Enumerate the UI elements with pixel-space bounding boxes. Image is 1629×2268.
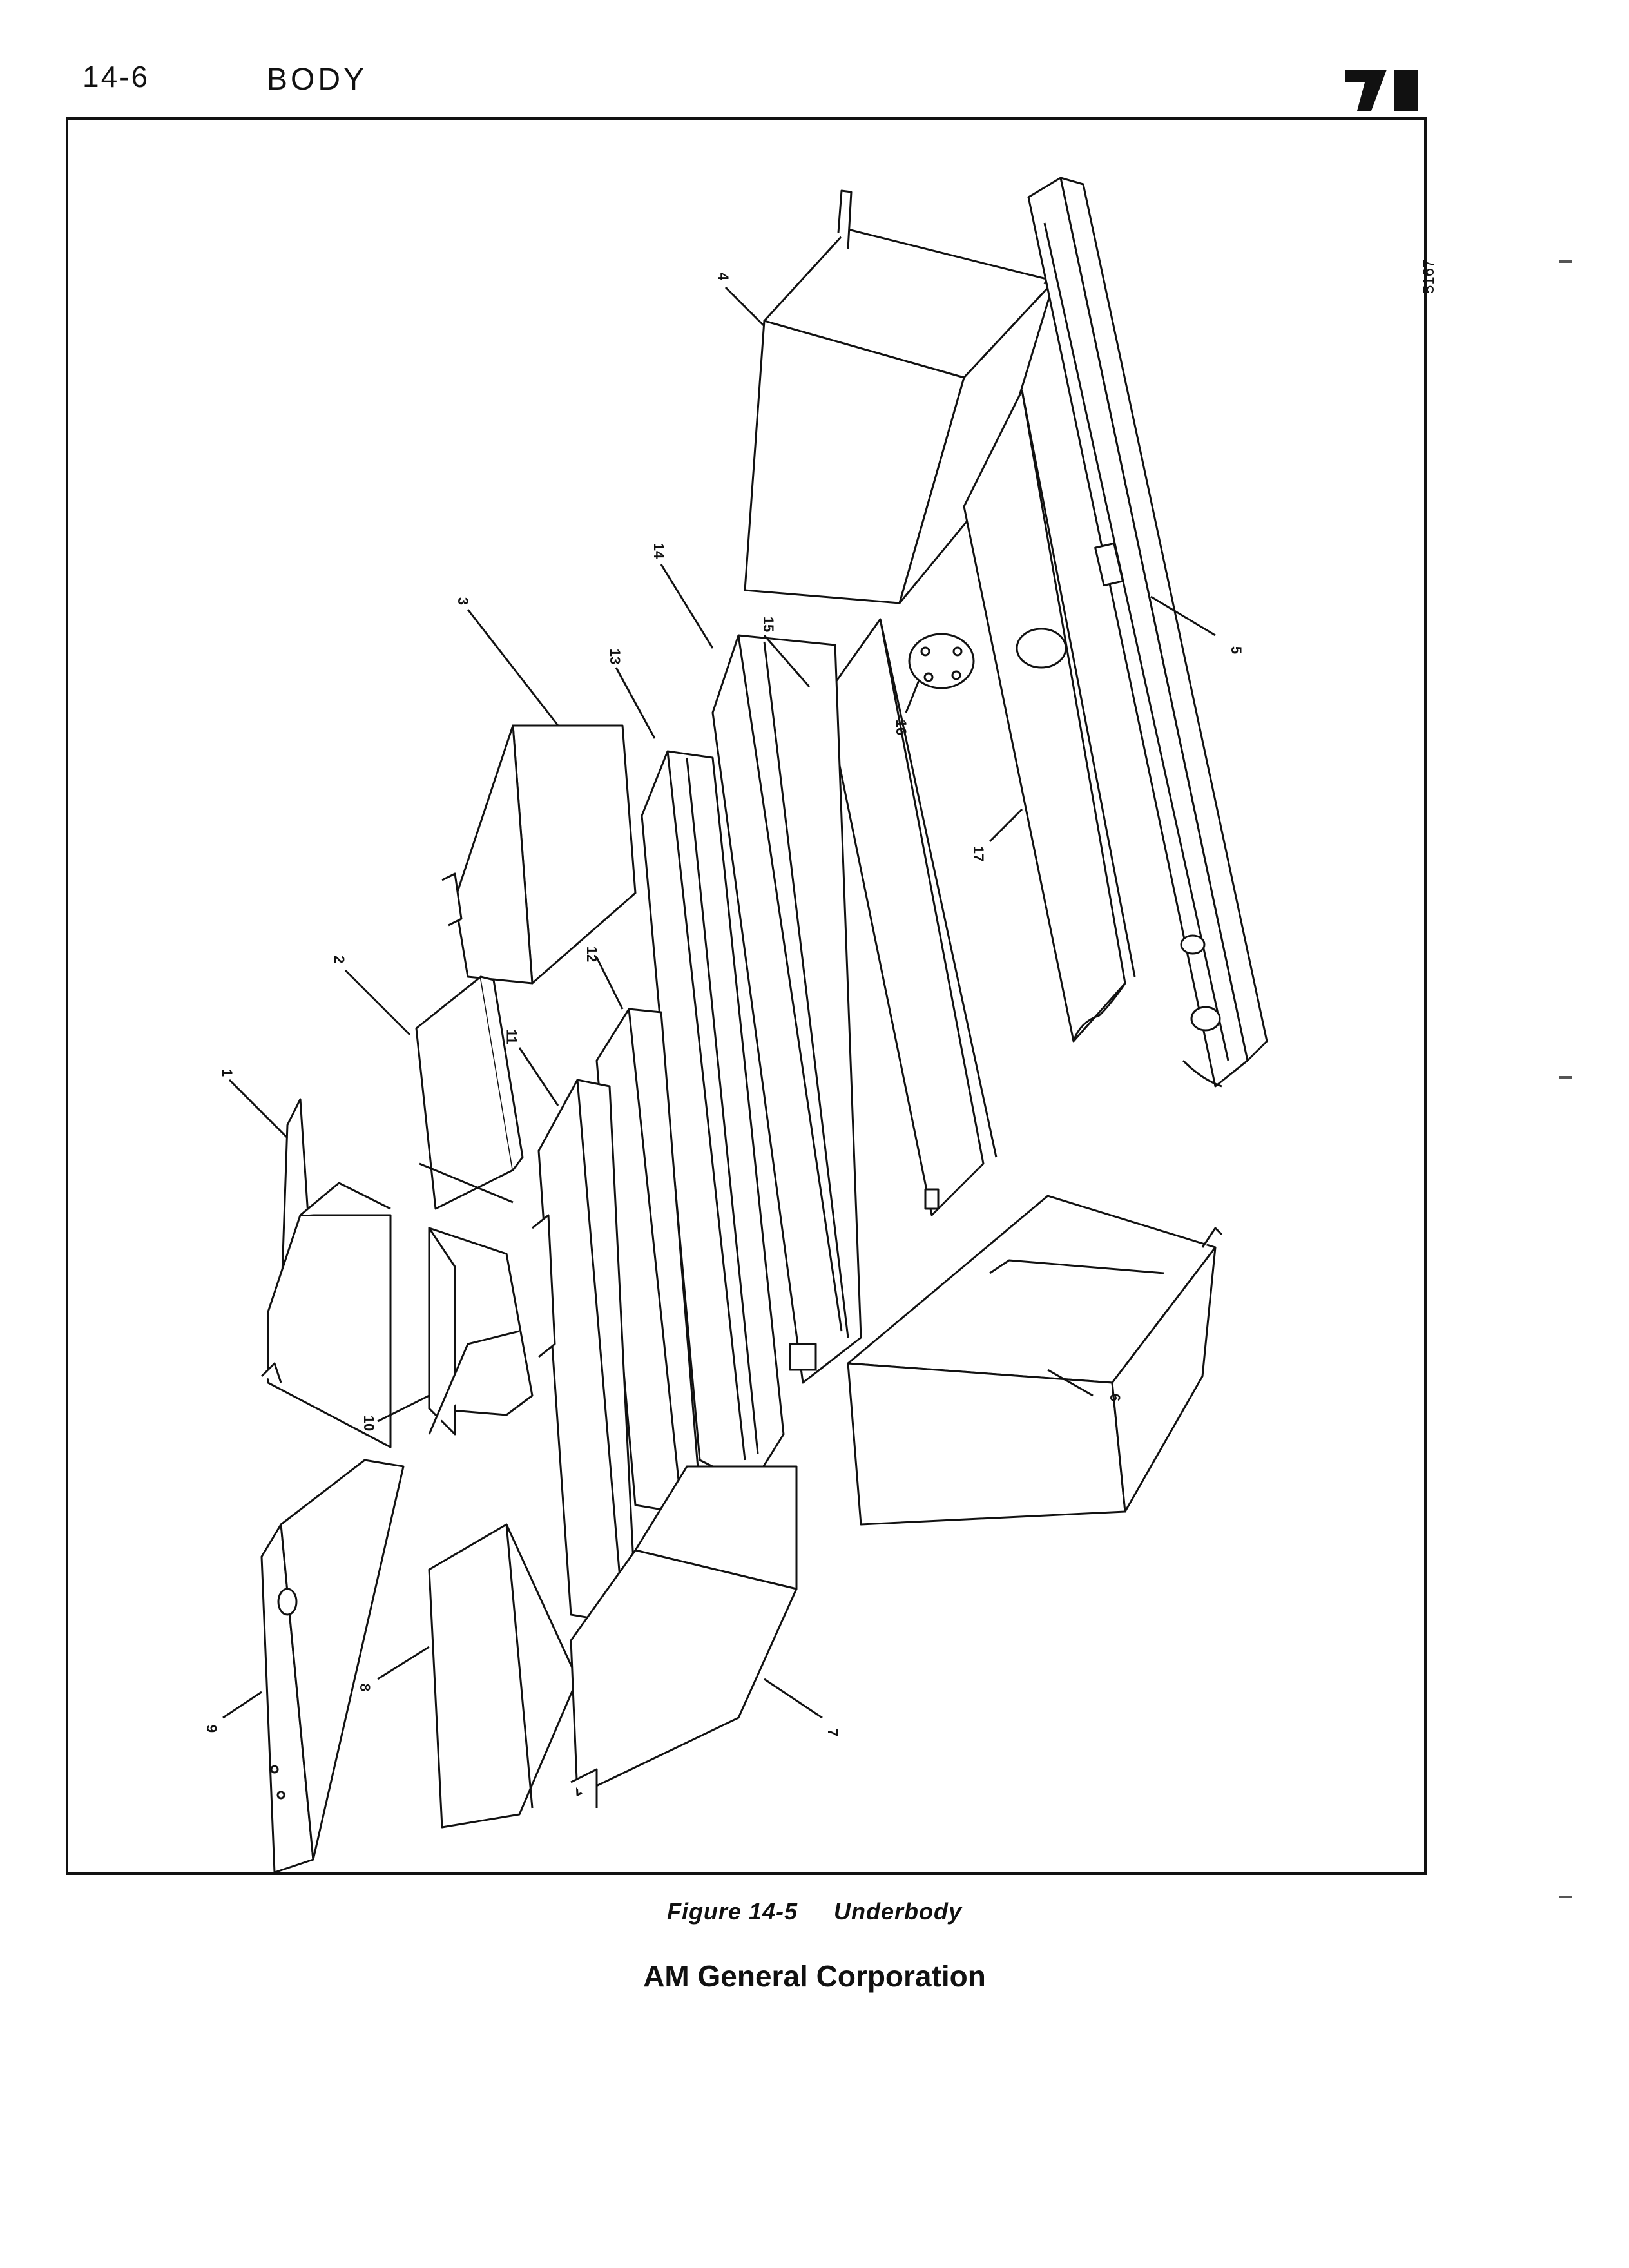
jeep-logo-icon: [1345, 70, 1418, 111]
callout-6: 6: [1107, 1393, 1124, 1402]
callout-4: 4: [715, 272, 732, 281]
callout-17: 17: [970, 845, 987, 862]
part-17-panel: [963, 389, 1136, 1043]
figure-id: 5167: [1420, 259, 1438, 294]
callout-1: 1: [219, 1068, 236, 1077]
part-9-panel: [260, 1459, 405, 1872]
part-2-panel: [415, 975, 524, 1210]
part-4-panel: [744, 189, 1058, 604]
part-13-channel: [641, 750, 785, 1487]
callout-13: 13: [607, 648, 624, 665]
part-3-panel: [441, 724, 637, 985]
callout-15: 15: [760, 616, 777, 633]
company-name: AM General Corporation: [643, 1959, 986, 1993]
margin-tick: [1559, 1076, 1572, 1079]
margin-tick: [1559, 260, 1572, 263]
part-1-panel: [260, 1098, 392, 1448]
caption-title: Underbody: [834, 1898, 963, 1925]
callout-16: 16: [893, 719, 910, 736]
callout-7: 7: [825, 1728, 842, 1737]
caption-number: Figure 14-5: [666, 1898, 798, 1925]
page-number: 14-6: [82, 60, 150, 93]
underbody-exploded-diagram: [222, 177, 1268, 1872]
part-10-panel: [428, 1227, 534, 1436]
part-15-panel: [824, 618, 998, 1216]
part-5-rail: [1027, 177, 1268, 1088]
figure-caption: Figure 14-5 Underbody: [0, 1898, 1629, 1925]
part-7-box: [570, 1465, 798, 1808]
callout-10: 10: [361, 1415, 378, 1432]
callout-3: 3: [455, 597, 472, 606]
callout-2: 2: [331, 955, 348, 964]
callout-5: 5: [1228, 646, 1245, 655]
figure-frame: 5167 1 2 3 4 5 6 7 8 9 10 11 12 13 14 15…: [66, 117, 1438, 1875]
callout-8: 8: [357, 1683, 374, 1692]
callout-12: 12: [584, 946, 601, 963]
callout-11: 11: [503, 1029, 520, 1044]
part-11-channel: [532, 1079, 637, 1622]
part-8-panel: [428, 1523, 579, 1829]
section-title: BODY: [267, 62, 368, 97]
callout-9: 9: [204, 1724, 220, 1733]
part-16-plate: [908, 633, 975, 689]
part-14-channel: [711, 634, 862, 1384]
part-6-box: [847, 1195, 1223, 1526]
margin-tick: [1559, 1896, 1572, 1898]
callout-14: 14: [651, 543, 668, 559]
